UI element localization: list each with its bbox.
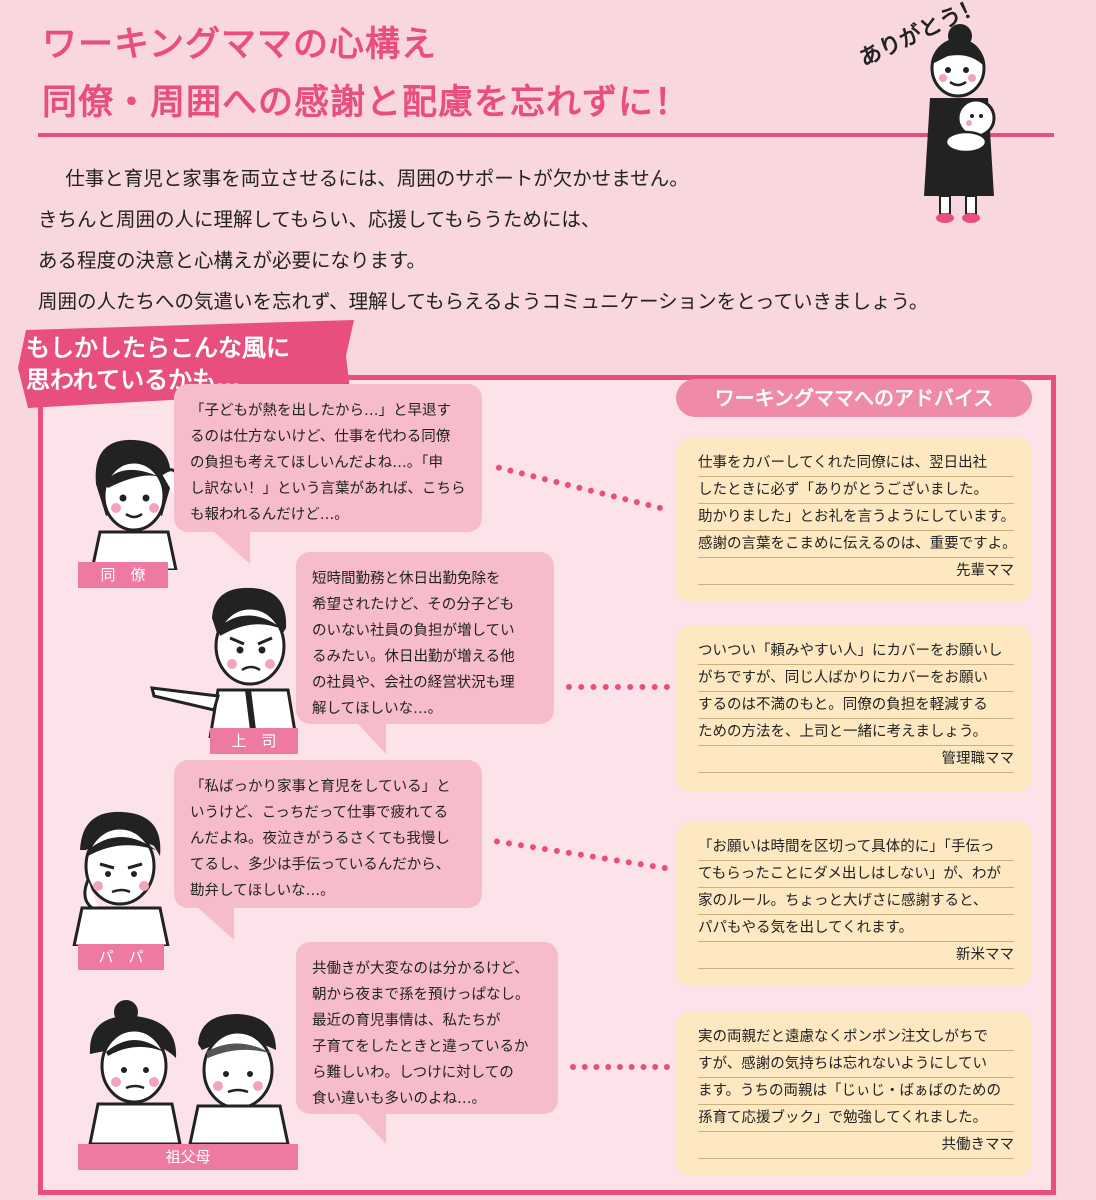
advice-author: 管理職ママ (698, 746, 1014, 773)
speech-bubble-grandparents: 共働きが大変なのは分かるけど、 朝から夜まで孫を預けっぱなし。 最近の育児事情は… (296, 942, 558, 1114)
bubble-line: 共働きが大変なのは分かるけど、 (312, 961, 529, 977)
bubble-line: 短時間勤務と休日出勤免除を (312, 571, 501, 587)
connector-dots (566, 684, 670, 690)
bubble-line: 食い違いも多いのよね…。 (312, 1091, 486, 1107)
advice-line: パパもやる気を出してくれます。 (698, 915, 1014, 942)
advice-line: がちですが、同じ人ばかりにカバーをお願い (698, 665, 1014, 692)
speech-bubble-papa: 「私ばっかり家事と育児をしている」と いうけど、こっちだって仕事で疲れてる んだ… (174, 760, 482, 908)
coworker-woman-icon (90, 439, 181, 570)
advice-line: 家のルール。ちょっと大げさに感謝すると、 (698, 888, 1014, 915)
page-title-line2: 同僚・周囲への感謝と配慮を忘れずに！ (42, 83, 691, 123)
bubble-line: の社員や、会社の経営状況も理 (312, 675, 515, 691)
bubble-line: 解してほしいな…。 (312, 701, 443, 717)
mother-holding-baby-icon (924, 24, 996, 223)
role-label-grandparents: 祖父母 (78, 1144, 298, 1170)
advice-line: 「お願いは時間を区切って具体的に」「手伝っ (698, 834, 1014, 861)
advice-card-manager-mom: ついつい「頼みやすい人」にカバーをお願いし がちですが、同じ人ばかりにカバーをお… (676, 626, 1032, 792)
advice-line: 孫育て応援ブック」で勉強してくれました。 (698, 1105, 1014, 1132)
advice-author: 共働きママ (698, 1132, 1014, 1159)
bubble-line: 希望されたけど、その分子ども (312, 597, 515, 613)
speech-bubble-coworker: 「子どもが熱を出したから…」と早退す るのは仕方ないけど、仕事を代わる同僚 の負… (174, 384, 482, 532)
advice-line: ための方法を、上司と一緒に考えましょう。 (698, 719, 1014, 746)
bubble-line: の負担も考えてほしいんだよね…。「申 (190, 455, 444, 471)
advice-author: 先輩ママ (698, 558, 1014, 585)
bubble-line: 朝から夜まで孫を預けっぱなし。 (312, 987, 530, 1003)
boss-pointing-icon (150, 587, 298, 738)
bubble-line: 子育てをしたときと違っているか (312, 1039, 529, 1055)
intro-line: ある程度の決意と心構えが必要になります。 (38, 249, 427, 272)
bubble-line: るみたい。休日出勤が増える他 (312, 649, 515, 665)
title-divider (38, 133, 1054, 137)
role-label-coworker: 同 僚 (78, 562, 168, 588)
bubble-line: ら難しいわ。しつけに対しての (312, 1065, 514, 1081)
advice-header: ワーキングママへのアドバイス (676, 379, 1032, 417)
role-label-boss: 上 司 (210, 728, 298, 754)
advice-line: すが、感謝の気持ちは忘れないようにしてい (698, 1051, 1014, 1078)
bubble-tail (212, 530, 250, 564)
bubble-line: 勘弁してほしいな…。 (190, 883, 335, 899)
advice-author: 新米ママ (698, 942, 1014, 969)
bubble-tail (196, 906, 234, 940)
advice-line: 感謝の言葉をこまめに伝えるのは、重要ですよ。 (698, 531, 1017, 558)
bubble-line: 最近の育児事情は、私たちが (312, 1013, 501, 1029)
speech-bubble-boss: 短時間勤務と休日出勤免除を 希望されたけど、その分子ども のいない社員の負担が増… (296, 552, 554, 724)
bubble-line: てるし、多少は手伝っているんだから、 (190, 857, 451, 873)
advice-card-new-mom: 「お願いは時間を区切って具体的に」「手伝っ てもらったことにダメ出しはしない」が… (676, 822, 1032, 986)
advice-line: するのは不満のもと。同僚の負担を軽減する (698, 692, 1014, 719)
intro-line: 仕事と育児と家事を両立させるには、周囲のサポートが欠かせません。 (65, 167, 689, 190)
bubble-line: 「子どもが熱を出したから…」と早退す (190, 403, 451, 419)
advice-line: てもらったことにダメ出しはしない」が、わが (698, 861, 1014, 888)
bubble-line: いうけど、こっちだって仕事で疲れてる (190, 805, 449, 821)
bubble-line: し訳ない！」という言葉があれば、こちら (190, 481, 466, 497)
bubble-tail (356, 722, 386, 754)
bubble-line: 「私ばっかり家事と育児をしている」と (190, 779, 451, 795)
bubble-line: のいない社員の負担が増してい (312, 623, 515, 639)
intro-text: 仕事と育児と家事を両立させるには、周囲のサポートが欠かせません。 きちんと周囲の… (38, 158, 1068, 322)
advice-card-dual-income-mom: 実の両親だと遠慮なくポンポン注文しがちで すが、感謝の気持ちは忘れないようにして… (676, 1012, 1032, 1176)
page-title-line1: ワーキングママの心構え (42, 25, 437, 65)
bubble-tail (356, 1112, 386, 1144)
bubble-line: も報われるんだけど…。 (190, 507, 349, 523)
intro-line: 周囲の人たちへの気遣いを忘れず、理解してもらえるようコミュニケーションをとってい… (38, 290, 929, 313)
bubble-line: るのは仕方ないけど、仕事を代わる同僚 (190, 429, 451, 445)
advice-line: 実の両親だと遠慮なくポンポン注文しがちで (698, 1024, 1014, 1051)
role-label-papa: パ パ (78, 944, 164, 970)
advice-line: ます。うちの両親は「じぃじ・ばぁばのための (698, 1078, 1014, 1105)
bubble-line: んだよね。夜泣きがうるさくても我慢し (190, 831, 450, 847)
grandparents-icon (88, 1000, 290, 1144)
advice-line: ついつい「頼みやすい人」にカバーをお願いし (698, 638, 1014, 665)
tired-papa-icon (72, 811, 170, 946)
advice-line: 仕事をカバーしてくれた同僚には、翌日出社 (698, 450, 1014, 477)
intro-line: きちんと周囲の人に理解してもらい、応援してもらうためには、 (38, 208, 601, 231)
advice-card-senior-mom: 仕事をカバーしてくれた同僚には、翌日出社 したときに必ず「ありがとうございました… (676, 438, 1032, 602)
advice-line: したときに必ず「ありがとうございました。 (698, 477, 1014, 504)
section-tag-line1: もしかしたらこんな風に (26, 334, 290, 362)
connector-dots (570, 1064, 670, 1070)
advice-line: 助かりました」とお礼を言うようにしています。 (698, 504, 1015, 531)
